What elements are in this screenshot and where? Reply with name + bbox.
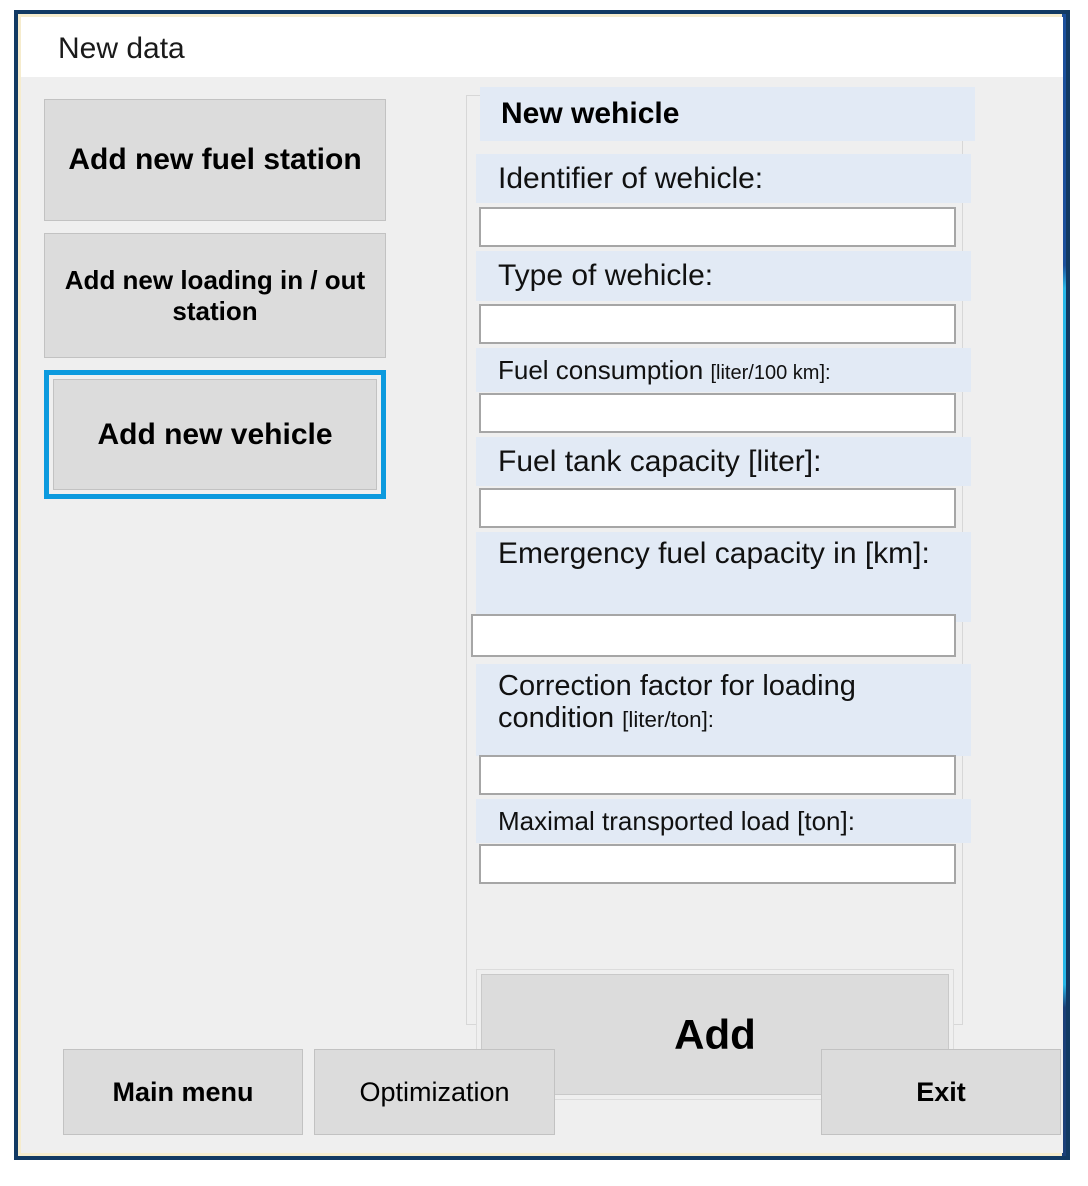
title-bar: New data bbox=[21, 17, 1063, 77]
label-correction-factor-unit: [liter/ton]: bbox=[622, 707, 714, 733]
sidebar-nav: Add new fuel station Add new loading in … bbox=[44, 99, 386, 499]
window-title: New data bbox=[58, 32, 185, 65]
main-menu-button[interactable]: Main menu bbox=[63, 1049, 303, 1135]
label-maximal-transported-load: Maximal transported load [ton]: bbox=[476, 799, 971, 843]
exit-button[interactable]: Exit bbox=[821, 1049, 1061, 1135]
input-maximal-transported-load[interactable] bbox=[479, 844, 956, 884]
group-box-title: New wehicle bbox=[480, 87, 975, 141]
input-fuel-tank-capacity[interactable] bbox=[479, 488, 956, 528]
label-fuel-tank-capacity: Fuel tank capacity [liter]: bbox=[476, 437, 971, 486]
window-content: Add new fuel station Add new loading in … bbox=[21, 77, 1063, 1153]
input-emergency-fuel-capacity[interactable] bbox=[471, 614, 956, 657]
label-fuel-consumption-text: Fuel consumption bbox=[498, 355, 711, 385]
label-fuel-consumption: Fuel consumption [liter/100 km]: bbox=[476, 348, 971, 392]
label-fuel-consumption-unit: [liter/100 km]: bbox=[710, 362, 831, 384]
sidebar-item-add-vehicle-focus-ring: Add new vehicle bbox=[44, 370, 386, 499]
sidebar-item-add-loading-station[interactable]: Add new loading in / out station bbox=[44, 233, 386, 358]
input-correction-factor[interactable] bbox=[479, 755, 956, 795]
label-emergency-fuel-capacity: Emergency fuel capacity in [km]: bbox=[476, 532, 971, 622]
label-correction-factor: Correction factor for loading condition … bbox=[476, 664, 971, 756]
label-identifier-of-vehicle: Identifier of wehicle: bbox=[476, 154, 971, 203]
footer-toolbar: Main menu Optimization Exit bbox=[21, 1049, 1063, 1135]
input-type-of-vehicle[interactable] bbox=[479, 304, 956, 344]
optimization-button[interactable]: Optimization bbox=[314, 1049, 555, 1135]
label-type-of-vehicle: Type of wehicle: bbox=[476, 251, 971, 301]
add-button-frame: Add bbox=[476, 969, 954, 1100]
application-window: New data Add new fuel station Add new lo… bbox=[14, 10, 1070, 1160]
window-right-accent-strip bbox=[1062, 14, 1066, 1156]
label-correction-factor-text: Correction factor for loading condition bbox=[498, 670, 856, 735]
new-vehicle-group-box: New wehicle Identifier of wehicle: Type … bbox=[466, 87, 975, 1100]
input-fuel-consumption[interactable] bbox=[479, 393, 956, 433]
sidebar-item-add-fuel-station[interactable]: Add new fuel station bbox=[44, 99, 386, 221]
input-identifier-of-vehicle[interactable] bbox=[479, 207, 956, 247]
sidebar-item-add-vehicle[interactable]: Add new vehicle bbox=[53, 379, 377, 490]
